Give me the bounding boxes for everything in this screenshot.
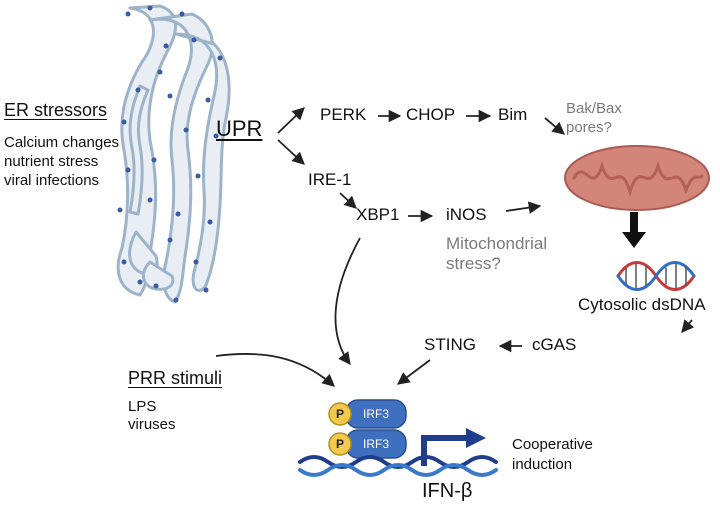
upr-label: UPR	[216, 116, 263, 141]
phospho-upper-icon	[328, 402, 352, 426]
pores-label: pores?	[566, 119, 612, 136]
er-stressor-item: viral infections	[4, 172, 100, 189]
arrow-mito-to-dsdna	[622, 212, 646, 248]
arrow-dsdna-to-cgas	[681, 319, 695, 333]
cgas-label: cGAS	[532, 335, 577, 354]
bak-bax-label: Bak/Bax	[566, 100, 622, 117]
mitochondrial-stress-label: Mitochondrial	[446, 234, 548, 253]
prr-stimuli-title: PRR stimuli	[128, 368, 223, 388]
er-stressor-item: nutrient stress	[4, 153, 99, 170]
phospho-upper-label: P	[336, 407, 344, 421]
arrow-bim-to-bakbax	[544, 117, 565, 135]
sting-label: STING	[424, 335, 476, 354]
dna-helix-icon	[616, 261, 696, 291]
phospho-lower-label: P	[336, 437, 344, 451]
arrow-upr-to-ire1	[277, 139, 305, 165]
chop-label: CHOP	[406, 105, 456, 124]
arrow-ire1-to-xbp1	[339, 192, 357, 209]
irf3-upper-label: IRF3	[363, 407, 389, 421]
er-stressor-item: Calcium changes	[4, 134, 120, 151]
xbp1-label: XBP1	[356, 205, 400, 224]
pathway-arrows	[215, 107, 695, 387]
irf3-lower-label: IRF3	[363, 437, 389, 451]
phospho-lower-icon	[328, 432, 352, 456]
arrow-xbp1-to-irf3	[334, 237, 361, 366]
irf3-complex: P P IRF3 IRF3	[328, 399, 407, 459]
arrow-prr-to-irf3	[215, 353, 335, 387]
ire1-label: IRE-1	[308, 170, 352, 189]
arrow-inos-to-mito	[505, 201, 542, 214]
prr-stimulus-item: LPS	[128, 398, 157, 415]
promoter-dna-icon	[298, 455, 498, 477]
stress-question-label: stress?	[446, 254, 501, 273]
inos-label: iNOS	[446, 205, 487, 224]
induction-label: induction	[512, 456, 573, 473]
bim-label: Bim	[498, 105, 528, 124]
mitochondrion-icon	[564, 145, 710, 211]
transcription-start-arrow	[421, 428, 486, 466]
ifn-beta-label: IFN-β	[422, 480, 473, 502]
perk-label: PERK	[320, 105, 367, 124]
prr-stimulus-item: viruses	[128, 416, 176, 433]
cooperative-label: Cooperative	[512, 436, 593, 453]
er-stressors-title: ER stressors	[4, 100, 108, 120]
cytosolic-dsdna-label: Cytosolic dsDNA	[578, 295, 706, 314]
arrow-sting-to-irf3	[396, 359, 431, 385]
endoplasmic-reticulum-icon	[116, 4, 231, 304]
arrow-upr-to-perk	[277, 107, 305, 134]
